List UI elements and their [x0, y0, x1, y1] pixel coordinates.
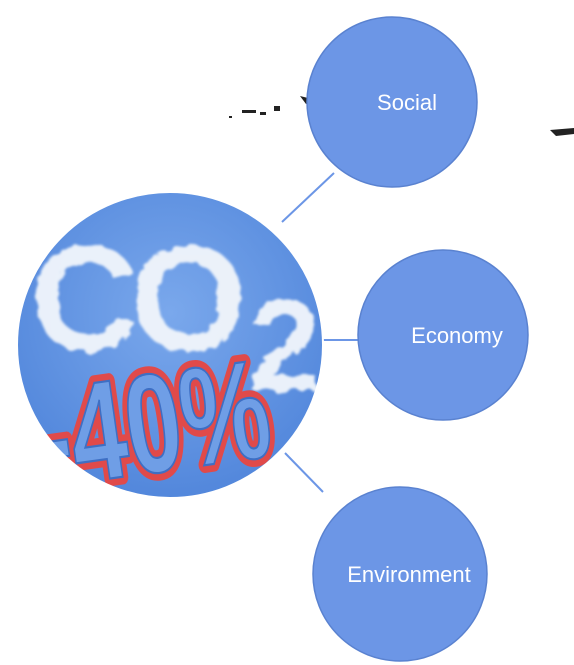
center-reduction: -40%: [27, 330, 280, 518]
connector-environment: [284, 452, 324, 493]
connector-social: [281, 172, 335, 223]
center-image-border: [16, 191, 324, 499]
node-economy-label: Economy: [411, 323, 503, 348]
center-formula: CO: [30, 214, 241, 382]
node-social-label: Social: [377, 90, 437, 115]
node-environment[interactable]: Environment: [312, 486, 488, 662]
node-social[interactable]: Social: [306, 16, 478, 188]
center-subscript: 2: [248, 272, 320, 418]
center-image: CO 2 -40% -40%: [17, 192, 323, 518]
node-environment-label: Environment: [347, 562, 471, 587]
node-economy[interactable]: Economy: [357, 249, 529, 421]
